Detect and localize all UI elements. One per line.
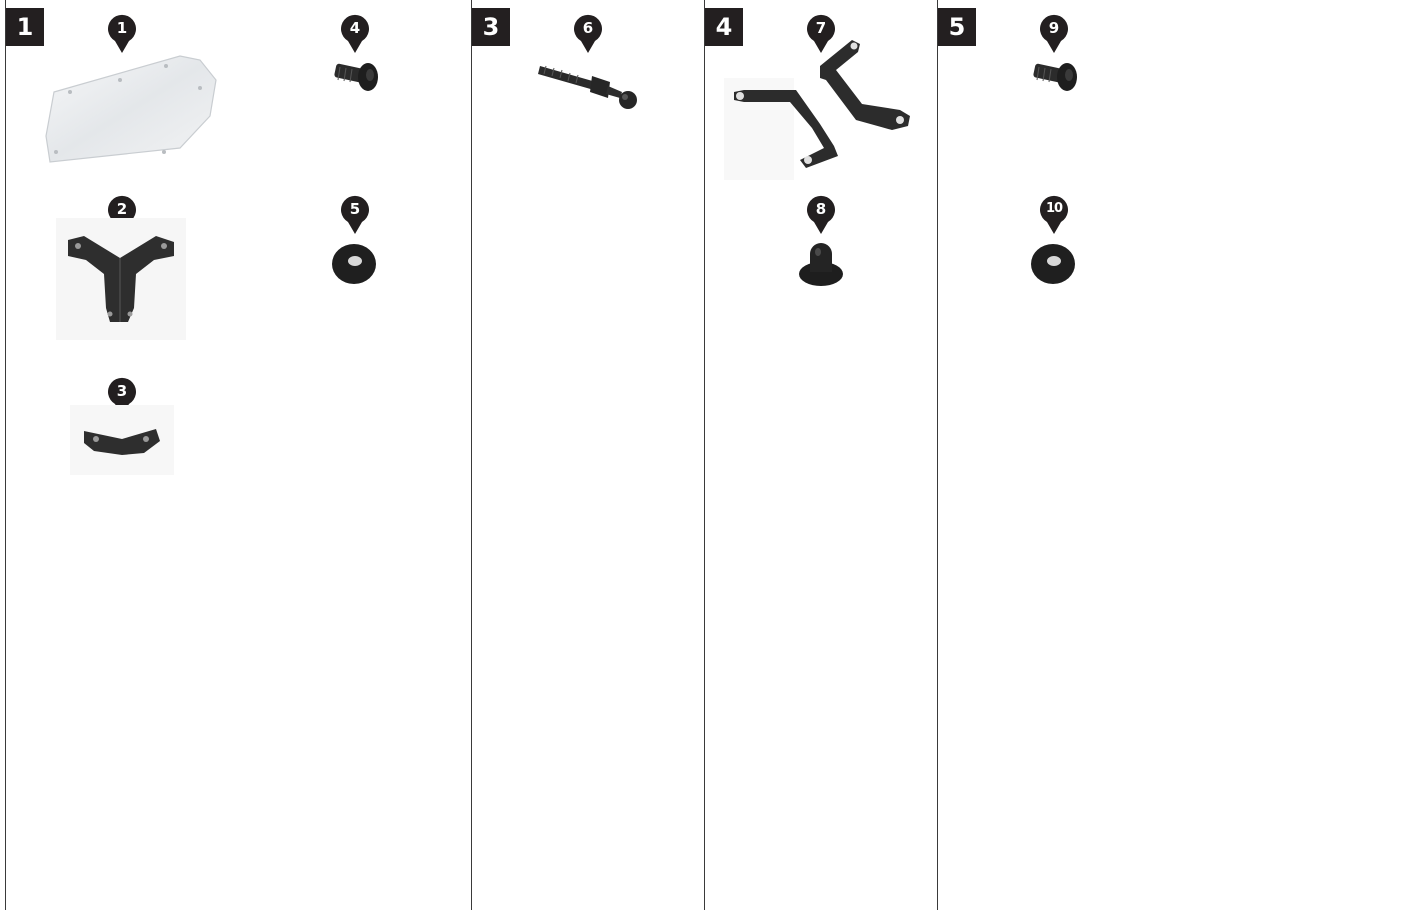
rubber-washer-icon [1029, 240, 1079, 286]
part-number: 4 [340, 18, 370, 38]
part-number: 7 [806, 18, 836, 38]
part-number-pin: 4 [340, 14, 370, 54]
rubber-cap-icon [796, 236, 846, 292]
part-number-pin: 5 [340, 195, 370, 235]
part-number: 8 [806, 199, 836, 219]
part-number: 1 [107, 18, 137, 38]
column-divider [937, 0, 938, 910]
column-divider [471, 0, 472, 910]
part-number-pin: 9 [1039, 14, 1069, 54]
button-head-screw-icon [332, 58, 382, 94]
step-badge: 1 [6, 8, 44, 46]
step-badge: 5 [938, 8, 976, 46]
column-divider [5, 0, 6, 910]
ball-stud-icon [536, 56, 640, 116]
support-arms-icon [724, 38, 914, 180]
part-number: 6 [573, 18, 603, 38]
part-number: 10 [1039, 199, 1069, 219]
part-number: 2 [107, 199, 137, 219]
column-divider [704, 0, 705, 910]
rubber-washer-icon [330, 240, 380, 286]
part-number: 3 [107, 381, 137, 401]
button-head-screw-icon [1031, 58, 1081, 94]
step-badge: 3 [472, 8, 510, 46]
windshield-panel-icon [40, 52, 222, 167]
part-number-pin: 8 [806, 195, 836, 235]
part-number: 5 [340, 199, 370, 219]
part-number: 9 [1039, 18, 1069, 38]
small-bracket-icon [70, 405, 174, 475]
triangle-bracket-icon [56, 218, 186, 340]
part-number-pin: 10 [1039, 195, 1069, 235]
part-number-pin: 1 [107, 14, 137, 54]
part-number-pin: 6 [573, 14, 603, 54]
